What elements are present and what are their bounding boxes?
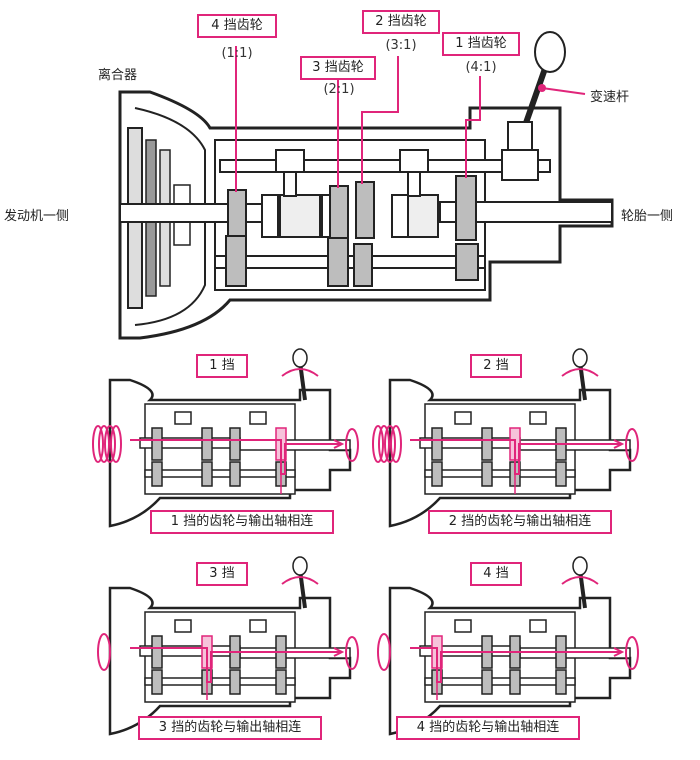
panel-1-gear-3-lower — [201, 461, 213, 487]
output-shaft — [439, 201, 613, 223]
panel-2-fork-1 — [454, 411, 472, 425]
panel-2-counter-shaft — [424, 469, 576, 478]
panel-4-flow-arrow — [613, 647, 625, 657]
shift-fork-1 — [275, 149, 305, 197]
gear-leader-lines — [235, 46, 586, 192]
panel-4-output-rotation — [625, 636, 639, 670]
panel-3-power-flow — [130, 647, 340, 683]
gear-2-label: 2 挡齿轮 — [362, 10, 440, 34]
panel-4-lever-knob — [572, 556, 588, 576]
panel-1-title: 1 挡 — [196, 354, 248, 378]
panel-1-spring-coil-3 — [104, 425, 116, 463]
shift-lever-label: 变速杆 — [590, 90, 630, 105]
panel-1-counter-shaft — [144, 469, 296, 478]
panel-3-title: 3 挡 — [196, 562, 248, 586]
gear-2-upper — [355, 181, 375, 239]
panel-4-gear-3-lower — [481, 669, 493, 695]
panel-1-power-flow — [130, 439, 340, 475]
panel-3-gear-4-lower — [151, 669, 163, 695]
panel-2-gear-4-lower — [431, 461, 443, 487]
panel-1-gear-2-upper — [229, 427, 241, 461]
panel-4-gear-2-lower — [509, 669, 521, 695]
gear-panel-4 — [377, 556, 639, 736]
panel-3-gear-2-lower — [229, 669, 241, 695]
panel-1-caption: 1 挡的齿轮与输出轴相连 — [150, 510, 334, 534]
panel-1-gear-4-upper — [151, 427, 163, 461]
gear-4-label: 4 挡齿轮 — [197, 14, 277, 38]
panel-1-lever-arc — [281, 368, 319, 377]
panel-2-gear-4-upper — [431, 427, 443, 461]
panel-1-gear-3-upper — [201, 427, 213, 461]
gear-3-lower — [327, 237, 349, 287]
panel-4-title: 4 挡 — [470, 562, 522, 586]
panel-1-lever-knob — [292, 348, 308, 368]
counter-shaft — [214, 255, 486, 269]
panel-3-flow-arrow — [333, 647, 345, 657]
panel-1-gear-2-lower — [229, 461, 241, 487]
panel-1-flow-arrow — [333, 439, 345, 449]
synchro-1 — [261, 194, 279, 238]
panel-2-flow-arrow — [613, 439, 625, 449]
panel-1-spring-coil-2 — [98, 425, 110, 463]
panel-3-fork-2 — [249, 619, 267, 633]
gear-4-ratio: (1:1) — [221, 46, 253, 61]
panel-2-fork-2 — [529, 411, 547, 425]
panel-2-caption: 2 挡的齿轮与输出轴相连 — [428, 510, 612, 534]
panel-4-caption: 4 挡的齿轮与输出轴相连 — [396, 716, 580, 740]
panel-4-input-rotation — [377, 633, 391, 671]
gear-1-lower — [455, 243, 479, 281]
panel-2-power-flow — [410, 439, 620, 475]
panel-1-fork-1 — [174, 411, 192, 425]
gear-3-label: 3 挡齿轮 — [300, 56, 376, 80]
panel-4-power-flow — [410, 647, 620, 683]
gear-4-lower — [225, 235, 247, 287]
panel-2-gear-3-lower — [481, 461, 493, 487]
panel-4-fork-1 — [454, 619, 472, 633]
gear-panel-1 — [92, 348, 359, 528]
panel-2-output-rotation — [625, 428, 639, 462]
panel-1-fork-2 — [249, 411, 267, 425]
tire-side-label: 轮胎一侧 — [621, 209, 674, 224]
panel-1-spring-coil-4 — [110, 425, 122, 463]
panel-2-spring-coil-2 — [378, 425, 390, 463]
panel-3-caption: 3 挡的齿轮与输出轴相连 — [138, 716, 322, 740]
panel-3-output-rotation — [345, 636, 359, 670]
engine-side-label: 发动机一侧 — [4, 209, 70, 224]
panel-3-gear-1-lower — [275, 669, 287, 695]
shift-lever — [501, 31, 566, 181]
gear-2-lower — [353, 243, 373, 287]
panel-3-lever-knob — [292, 556, 308, 576]
panel-4-counter-shaft — [424, 677, 576, 686]
panel-4-gear-1-lower — [555, 669, 567, 695]
panel-3-gear-4-upper — [151, 635, 163, 669]
panel-2-gear-1-lower — [555, 461, 567, 487]
clutch-label: 离合器 — [98, 68, 138, 83]
panel-4-fork-2 — [529, 619, 547, 633]
gear-panel-3 — [97, 556, 359, 736]
panel-2-lever-knob — [572, 348, 588, 368]
panel-2-gear-3-upper — [481, 427, 493, 461]
panel-3-lever-arc — [281, 576, 319, 585]
shift-fork-2 — [399, 149, 429, 197]
panel-2-spring-coil-1 — [372, 425, 384, 463]
panel-3-input-rotation — [97, 633, 111, 671]
panel-3-counter-shaft — [144, 677, 296, 686]
gear-panel-2 — [372, 348, 639, 528]
panel-2-title: 2 挡 — [470, 354, 522, 378]
gear-3-ratio: (2:1) — [323, 82, 355, 97]
gear-2-ratio: (3:1) — [385, 38, 417, 53]
panel-2-spring-coil-4 — [390, 425, 402, 463]
gear-1-ratio: (4:1) — [465, 60, 497, 75]
panel-1-spring-coil-1 — [92, 425, 104, 463]
panel-2-lever-arc — [561, 368, 599, 377]
panel-4-lever-arc — [561, 576, 599, 585]
panel-2-spring-coil-3 — [384, 425, 396, 463]
panel-1-gear-4-lower — [151, 461, 163, 487]
panel-3-fork-1 — [174, 619, 192, 633]
panel-1-output-rotation — [345, 428, 359, 462]
gear-1-label: 1 挡齿轮 — [442, 32, 520, 56]
